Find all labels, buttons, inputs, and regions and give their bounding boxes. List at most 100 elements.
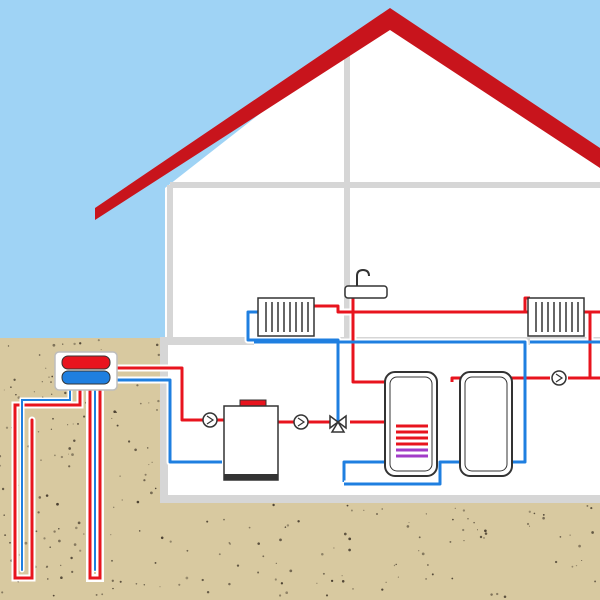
ground-speckle — [56, 502, 59, 506]
ground-speckle — [421, 552, 425, 556]
ground-speckle — [462, 509, 466, 512]
ground-speckle — [46, 565, 49, 568]
ground-speckle — [95, 593, 98, 596]
ground-speckle — [112, 506, 115, 509]
ground-speckle — [73, 439, 76, 442]
ground-speckle — [45, 494, 49, 497]
ground-speckle — [143, 584, 146, 586]
ground-speckle — [111, 579, 114, 582]
ground-speckle — [136, 384, 139, 387]
ground-speckle — [97, 339, 100, 342]
ground-speckle — [408, 521, 410, 524]
ground-speckle — [169, 540, 172, 543]
ground-speckle — [35, 530, 38, 533]
ground-speckle — [3, 514, 5, 516]
ground-speckle — [363, 509, 365, 511]
ground-speckle — [58, 528, 60, 530]
ground-speckle — [70, 556, 73, 560]
radiator-icon — [257, 297, 315, 337]
ground-speckle — [10, 386, 12, 388]
ground-speckle — [151, 461, 153, 463]
ground-speckle — [425, 577, 428, 580]
ground-speckle — [77, 521, 81, 525]
ground-speckle — [272, 503, 275, 507]
ground-speckle — [116, 424, 119, 427]
ground-speckle — [47, 578, 49, 580]
ground-speckle — [279, 538, 282, 542]
ground-speckle — [484, 529, 487, 533]
ground-speckle — [262, 555, 265, 558]
ground-speckle — [289, 569, 293, 573]
ground-speckle — [154, 561, 157, 564]
ground-speckle — [206, 520, 209, 523]
ground-speckle — [79, 342, 82, 345]
ground-speckle — [41, 381, 43, 383]
ground-speckle — [178, 583, 181, 586]
ground-speckle — [112, 587, 114, 590]
ground-speckle — [5, 426, 9, 429]
ground-speckle — [473, 521, 475, 524]
ground-speckle — [68, 465, 71, 468]
ground-speckle — [33, 391, 36, 393]
pump-icon — [293, 414, 309, 430]
ground-speckle — [186, 549, 189, 552]
ground-speckle — [228, 541, 231, 544]
ground-speckle — [45, 367, 47, 369]
ground-speckle — [159, 586, 161, 588]
radiator-icon — [527, 297, 585, 337]
ground-speckle — [206, 590, 210, 594]
ground-speckle — [418, 536, 421, 539]
ground-speckle — [138, 530, 141, 532]
ground-speckle — [50, 428, 53, 430]
ground-speckle — [427, 564, 429, 566]
ground-speckle — [139, 402, 142, 405]
ground-speckle — [322, 572, 325, 575]
ground-speckle — [352, 588, 354, 590]
ground-speckle — [82, 533, 85, 535]
ground-speckle — [0, 455, 2, 458]
ground-speckle — [484, 532, 488, 535]
ground-speckle — [100, 349, 102, 351]
ground-speckle — [348, 548, 351, 552]
heat-pump-unit — [223, 399, 279, 481]
ground-speckle — [467, 518, 469, 520]
ground-speckle — [348, 537, 352, 541]
ground-speckle — [449, 540, 452, 543]
ground-speckle — [578, 544, 581, 548]
ground-speckle — [24, 541, 28, 545]
ground-speckle — [64, 391, 67, 395]
boiler-icon — [223, 405, 279, 481]
ground-speckle — [15, 394, 17, 396]
ground-speckle — [425, 513, 427, 515]
ground-speckle — [397, 576, 399, 578]
ground-loop-probe-right — [86, 381, 104, 582]
ground-speckle — [127, 440, 131, 443]
ground-speckle — [463, 539, 465, 542]
ground-speckle — [274, 578, 277, 581]
ground-speckle — [68, 447, 72, 450]
ground-speckle — [381, 508, 383, 510]
ground-speckle — [37, 511, 40, 514]
ground-speckle — [279, 594, 282, 597]
pump-icon — [202, 412, 218, 428]
ground-speckle — [590, 507, 593, 510]
ground-speckle — [406, 525, 410, 528]
ground-speckle — [113, 410, 117, 414]
ground-speckle — [148, 464, 150, 466]
ground-speckle — [52, 417, 54, 420]
ground-speckle — [393, 564, 396, 567]
ground-speckle — [343, 532, 347, 536]
ground-speckle — [569, 534, 571, 536]
ground-speckle — [136, 500, 140, 504]
ground-speckle — [542, 516, 545, 520]
ground-speckle — [119, 475, 121, 477]
ground-speckle — [330, 579, 334, 583]
ground-speckle — [101, 593, 104, 596]
faucet-icon — [356, 268, 370, 286]
sink-tap — [344, 268, 388, 299]
ground-speckle — [321, 553, 324, 556]
tank-icon — [459, 371, 513, 477]
ground-speckle — [40, 459, 42, 461]
ground-speckle — [284, 526, 287, 528]
